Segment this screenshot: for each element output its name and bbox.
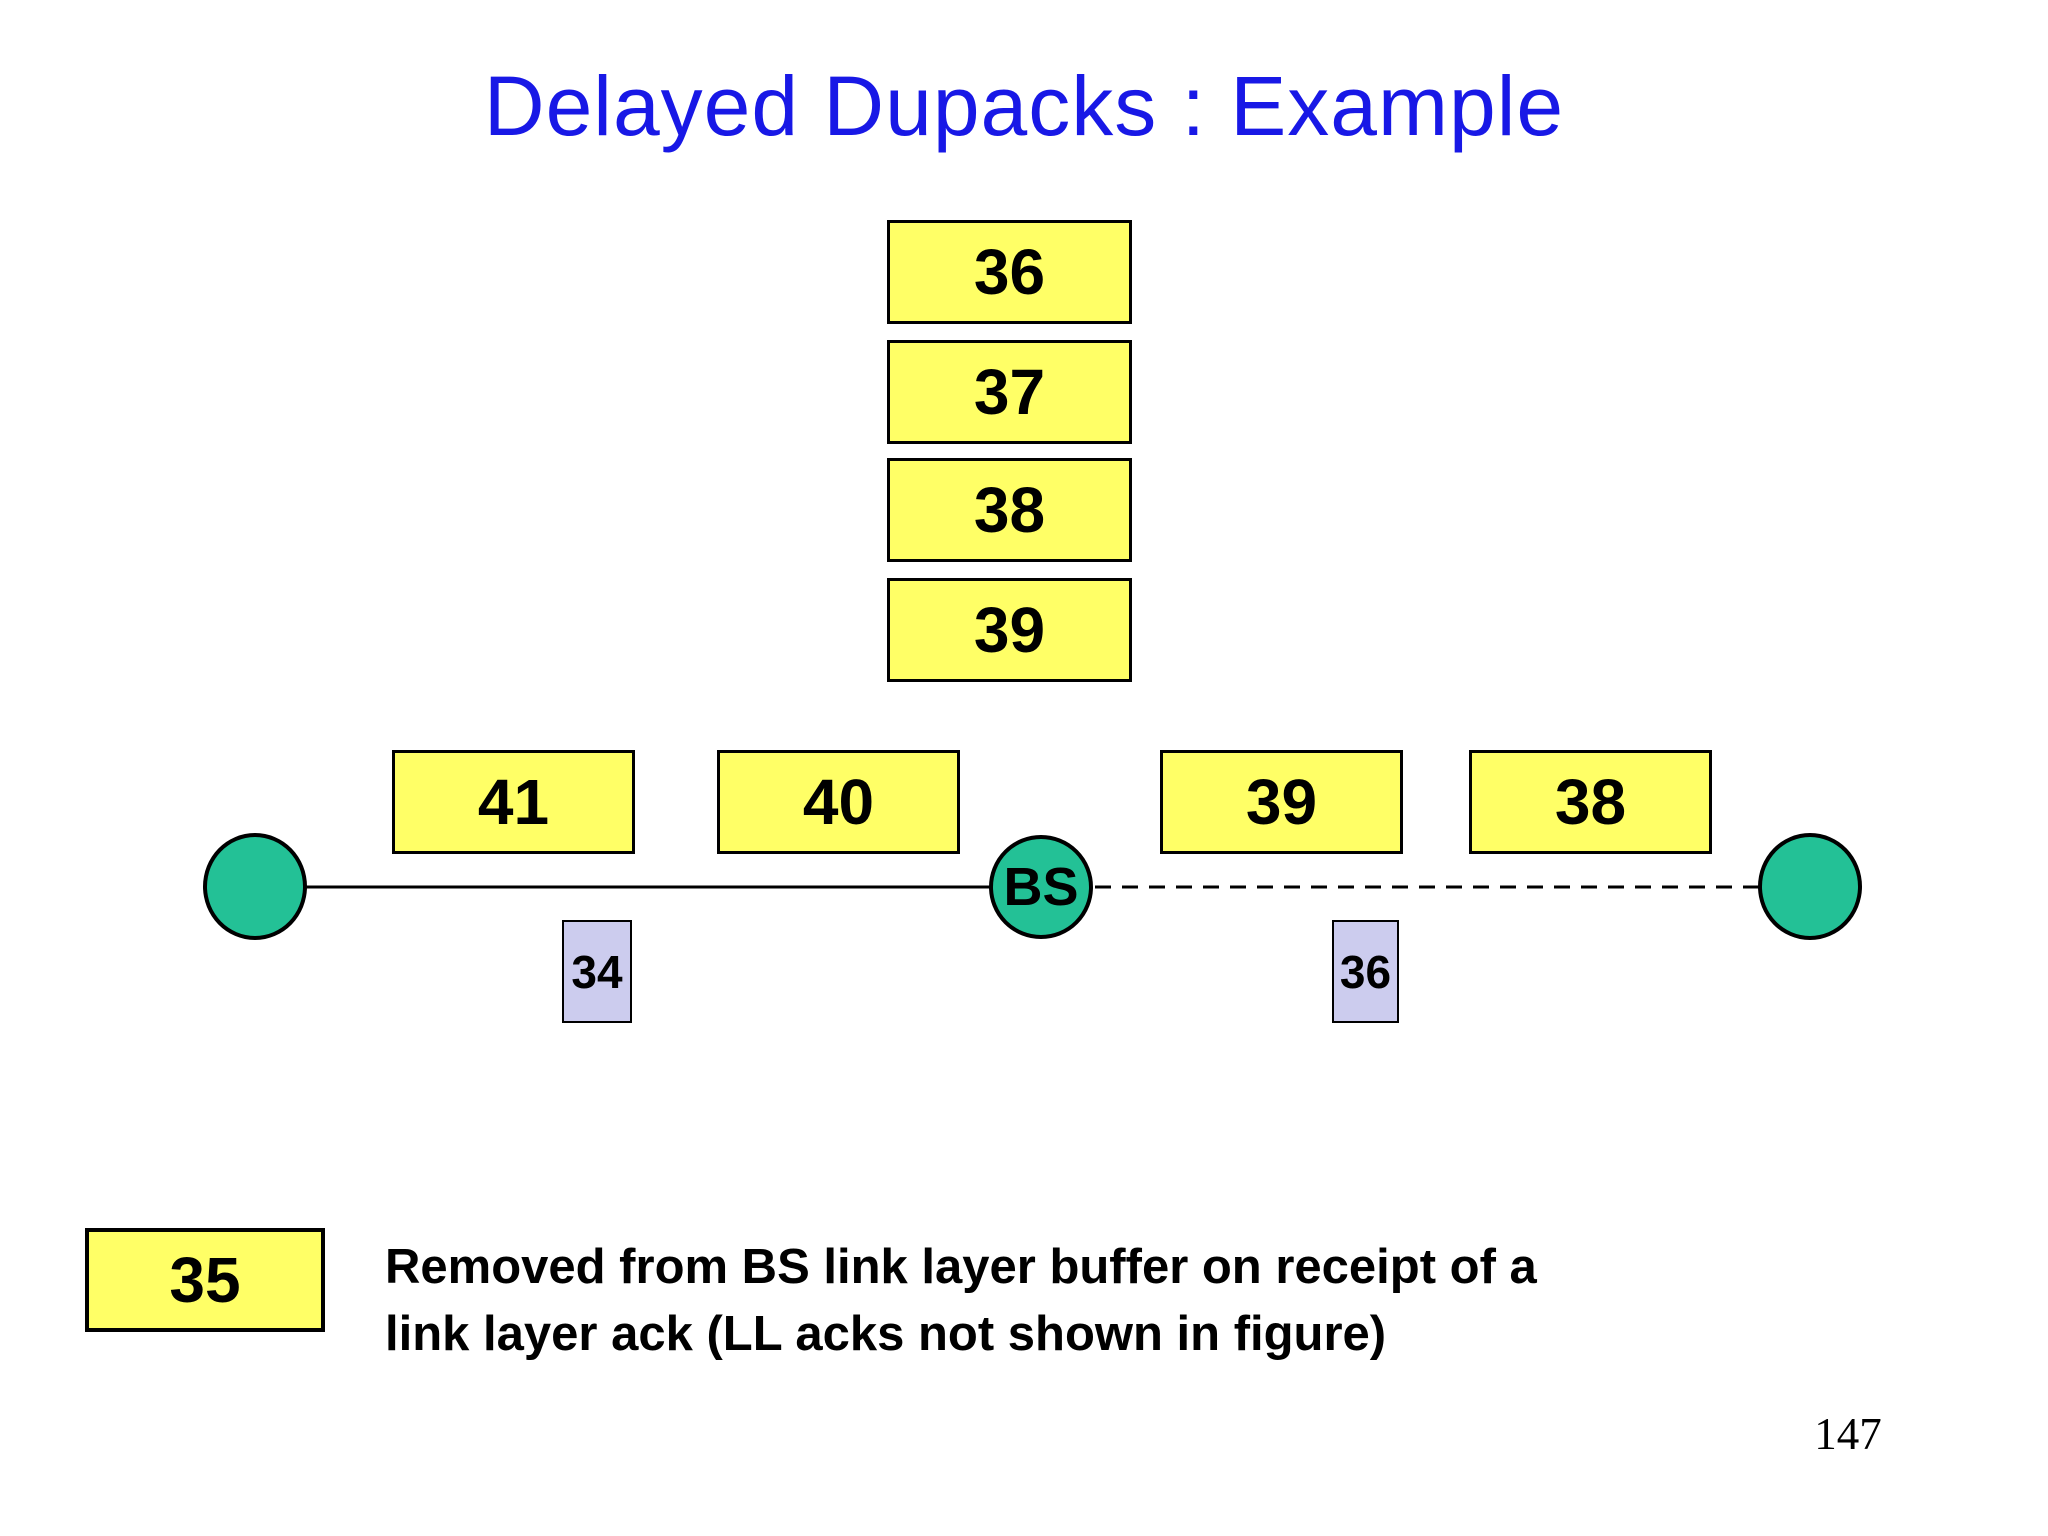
buffer-packet-box-4: 39	[887, 578, 1132, 682]
mobile-host-node	[1758, 833, 1862, 940]
legend-caption-line-2: link layer ack (LL acks not shown in fig…	[385, 1307, 1387, 1361]
legend-caption-line-1: Removed from BS link layer buffer on rec…	[385, 1240, 1537, 1294]
legend-caption: Removed from BS link layer buffer on rec…	[385, 1234, 1835, 1368]
buffer-packet-box-3: 38	[887, 458, 1132, 562]
wired-packet-box-1: 41	[392, 750, 635, 854]
wired-packet-box-2: 40	[717, 750, 960, 854]
buffer-packet-box-1: 36	[887, 220, 1132, 324]
base-station-node: BS	[989, 835, 1093, 939]
ack-box-right: 36	[1332, 920, 1399, 1023]
wireless-packet-box-2: 38	[1469, 750, 1712, 854]
base-station-label: BS	[1003, 857, 1079, 917]
wireless-packet-box-1: 39	[1160, 750, 1403, 854]
slide-title: Delayed Dupacks : Example	[483, 59, 1565, 153]
page-number: 147	[1814, 1409, 1882, 1459]
buffer-packet-box-2: 37	[887, 340, 1132, 444]
legend-packet-box: 35	[85, 1228, 325, 1332]
fixed-host-node	[203, 833, 307, 940]
ack-box-left: 34	[562, 920, 632, 1023]
